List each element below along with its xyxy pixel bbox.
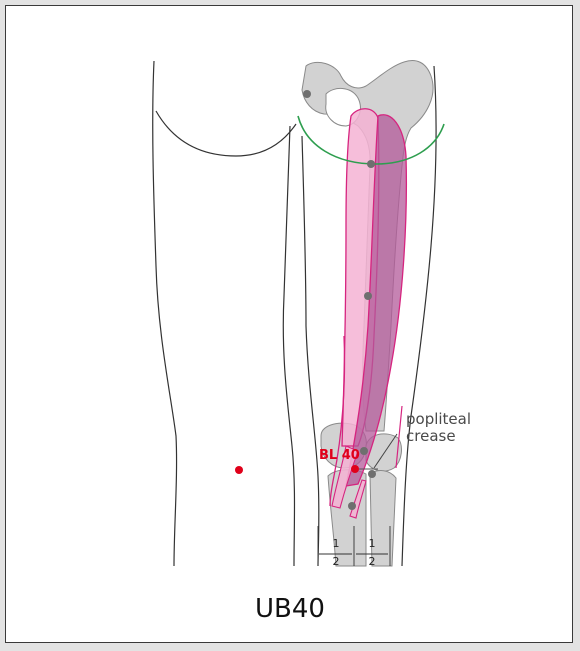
- landmark-dot: [360, 447, 368, 455]
- fraction-right-denominator: 2: [365, 556, 379, 568]
- figure-caption: UB40: [6, 594, 574, 624]
- fraction-left-numerator: 1: [329, 538, 343, 550]
- leg-anatomy-illustration: [6, 6, 574, 644]
- figure-frame: BL 40 popliteal crease 1 2 1 2 UB40: [5, 5, 573, 643]
- fraction-left-denominator: 2: [329, 556, 343, 568]
- acupoint-dot: [235, 466, 243, 474]
- landmark-dot: [367, 160, 375, 168]
- left-leg-outline: [153, 61, 296, 566]
- landmark-dot: [368, 470, 376, 478]
- landmark-dot: [364, 292, 372, 300]
- landmark-dot: [303, 90, 311, 98]
- bl40-point-dot: [351, 465, 359, 473]
- fraction-right-numerator: 1: [365, 538, 379, 550]
- popliteal-label-line2: crease: [406, 428, 456, 444]
- bl40-point-label: BL 40: [319, 448, 360, 463]
- landmark-dot: [348, 502, 356, 510]
- popliteal-label-line1: popliteal: [406, 411, 471, 427]
